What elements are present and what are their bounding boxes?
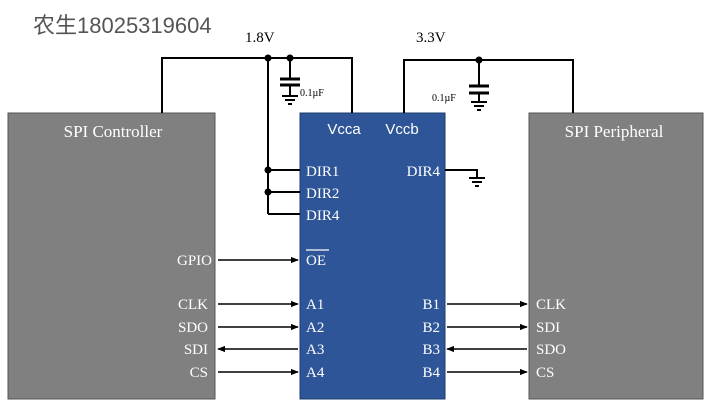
capacitor-3v3-symbol: [469, 84, 489, 95]
dir1-label: DIR1: [306, 164, 339, 180]
peripheral-title: SPI Peripheral: [565, 122, 664, 141]
controller-pin-clk: CLK: [178, 297, 208, 313]
dir4-right-label: DIR4: [407, 164, 441, 180]
rail-1v8-junctions: [264, 54, 294, 196]
ground-1v8-icon: [282, 95, 298, 105]
peripheral-pin-clk: CLK: [536, 297, 566, 313]
a2-label: A2: [306, 320, 324, 336]
dir4-left-label: DIR4: [306, 208, 340, 224]
supply-3v3-label: 3.3V: [416, 30, 446, 46]
controller-pin-gpio: GPIO: [177, 253, 212, 269]
a3-label: A3: [306, 342, 324, 358]
rail-3v3-junction: [475, 56, 483, 64]
peripheral-pin-sdi: SDI: [536, 320, 560, 336]
level-translator-chip: [299, 112, 446, 400]
spi-controller-block: [7, 112, 216, 400]
watermark-text: 农生18025319604: [33, 13, 212, 38]
dir4-ground-wire: [445, 169, 478, 178]
supply-1v8-label: 1.8V: [245, 30, 275, 46]
capacitor-1v8-symbol: [280, 77, 300, 87]
a4-label: A4: [306, 365, 325, 381]
spi-peripheral-block: [528, 112, 704, 400]
a1-label: A1: [306, 297, 324, 313]
ground-3v3-icon: [471, 101, 487, 111]
vccb-label: Vccb: [385, 121, 418, 138]
controller-title: SPI Controller: [64, 122, 163, 141]
capacitor-1v8-label: 0.1µF: [300, 88, 324, 99]
controller-pin-sdo: SDO: [178, 320, 208, 336]
b1-label: B1: [422, 297, 440, 313]
b3-label: B3: [422, 342, 440, 358]
peripheral-pin-sdo: SDO: [536, 342, 566, 358]
oe-label: OE: [306, 253, 326, 269]
dir2-label: DIR2: [306, 186, 339, 202]
ground-dir4-icon: [469, 177, 485, 187]
controller-pin-sdi: SDI: [184, 342, 208, 358]
controller-pin-cs: CS: [190, 365, 208, 381]
capacitor-3v3-label: 0.1µF: [432, 93, 456, 104]
b2-label: B2: [422, 320, 440, 336]
b4-label: B4: [422, 365, 440, 381]
peripheral-pin-cs: CS: [536, 365, 554, 381]
signal-lines: [217, 256, 528, 376]
vcca-label: Vcca: [327, 121, 361, 138]
